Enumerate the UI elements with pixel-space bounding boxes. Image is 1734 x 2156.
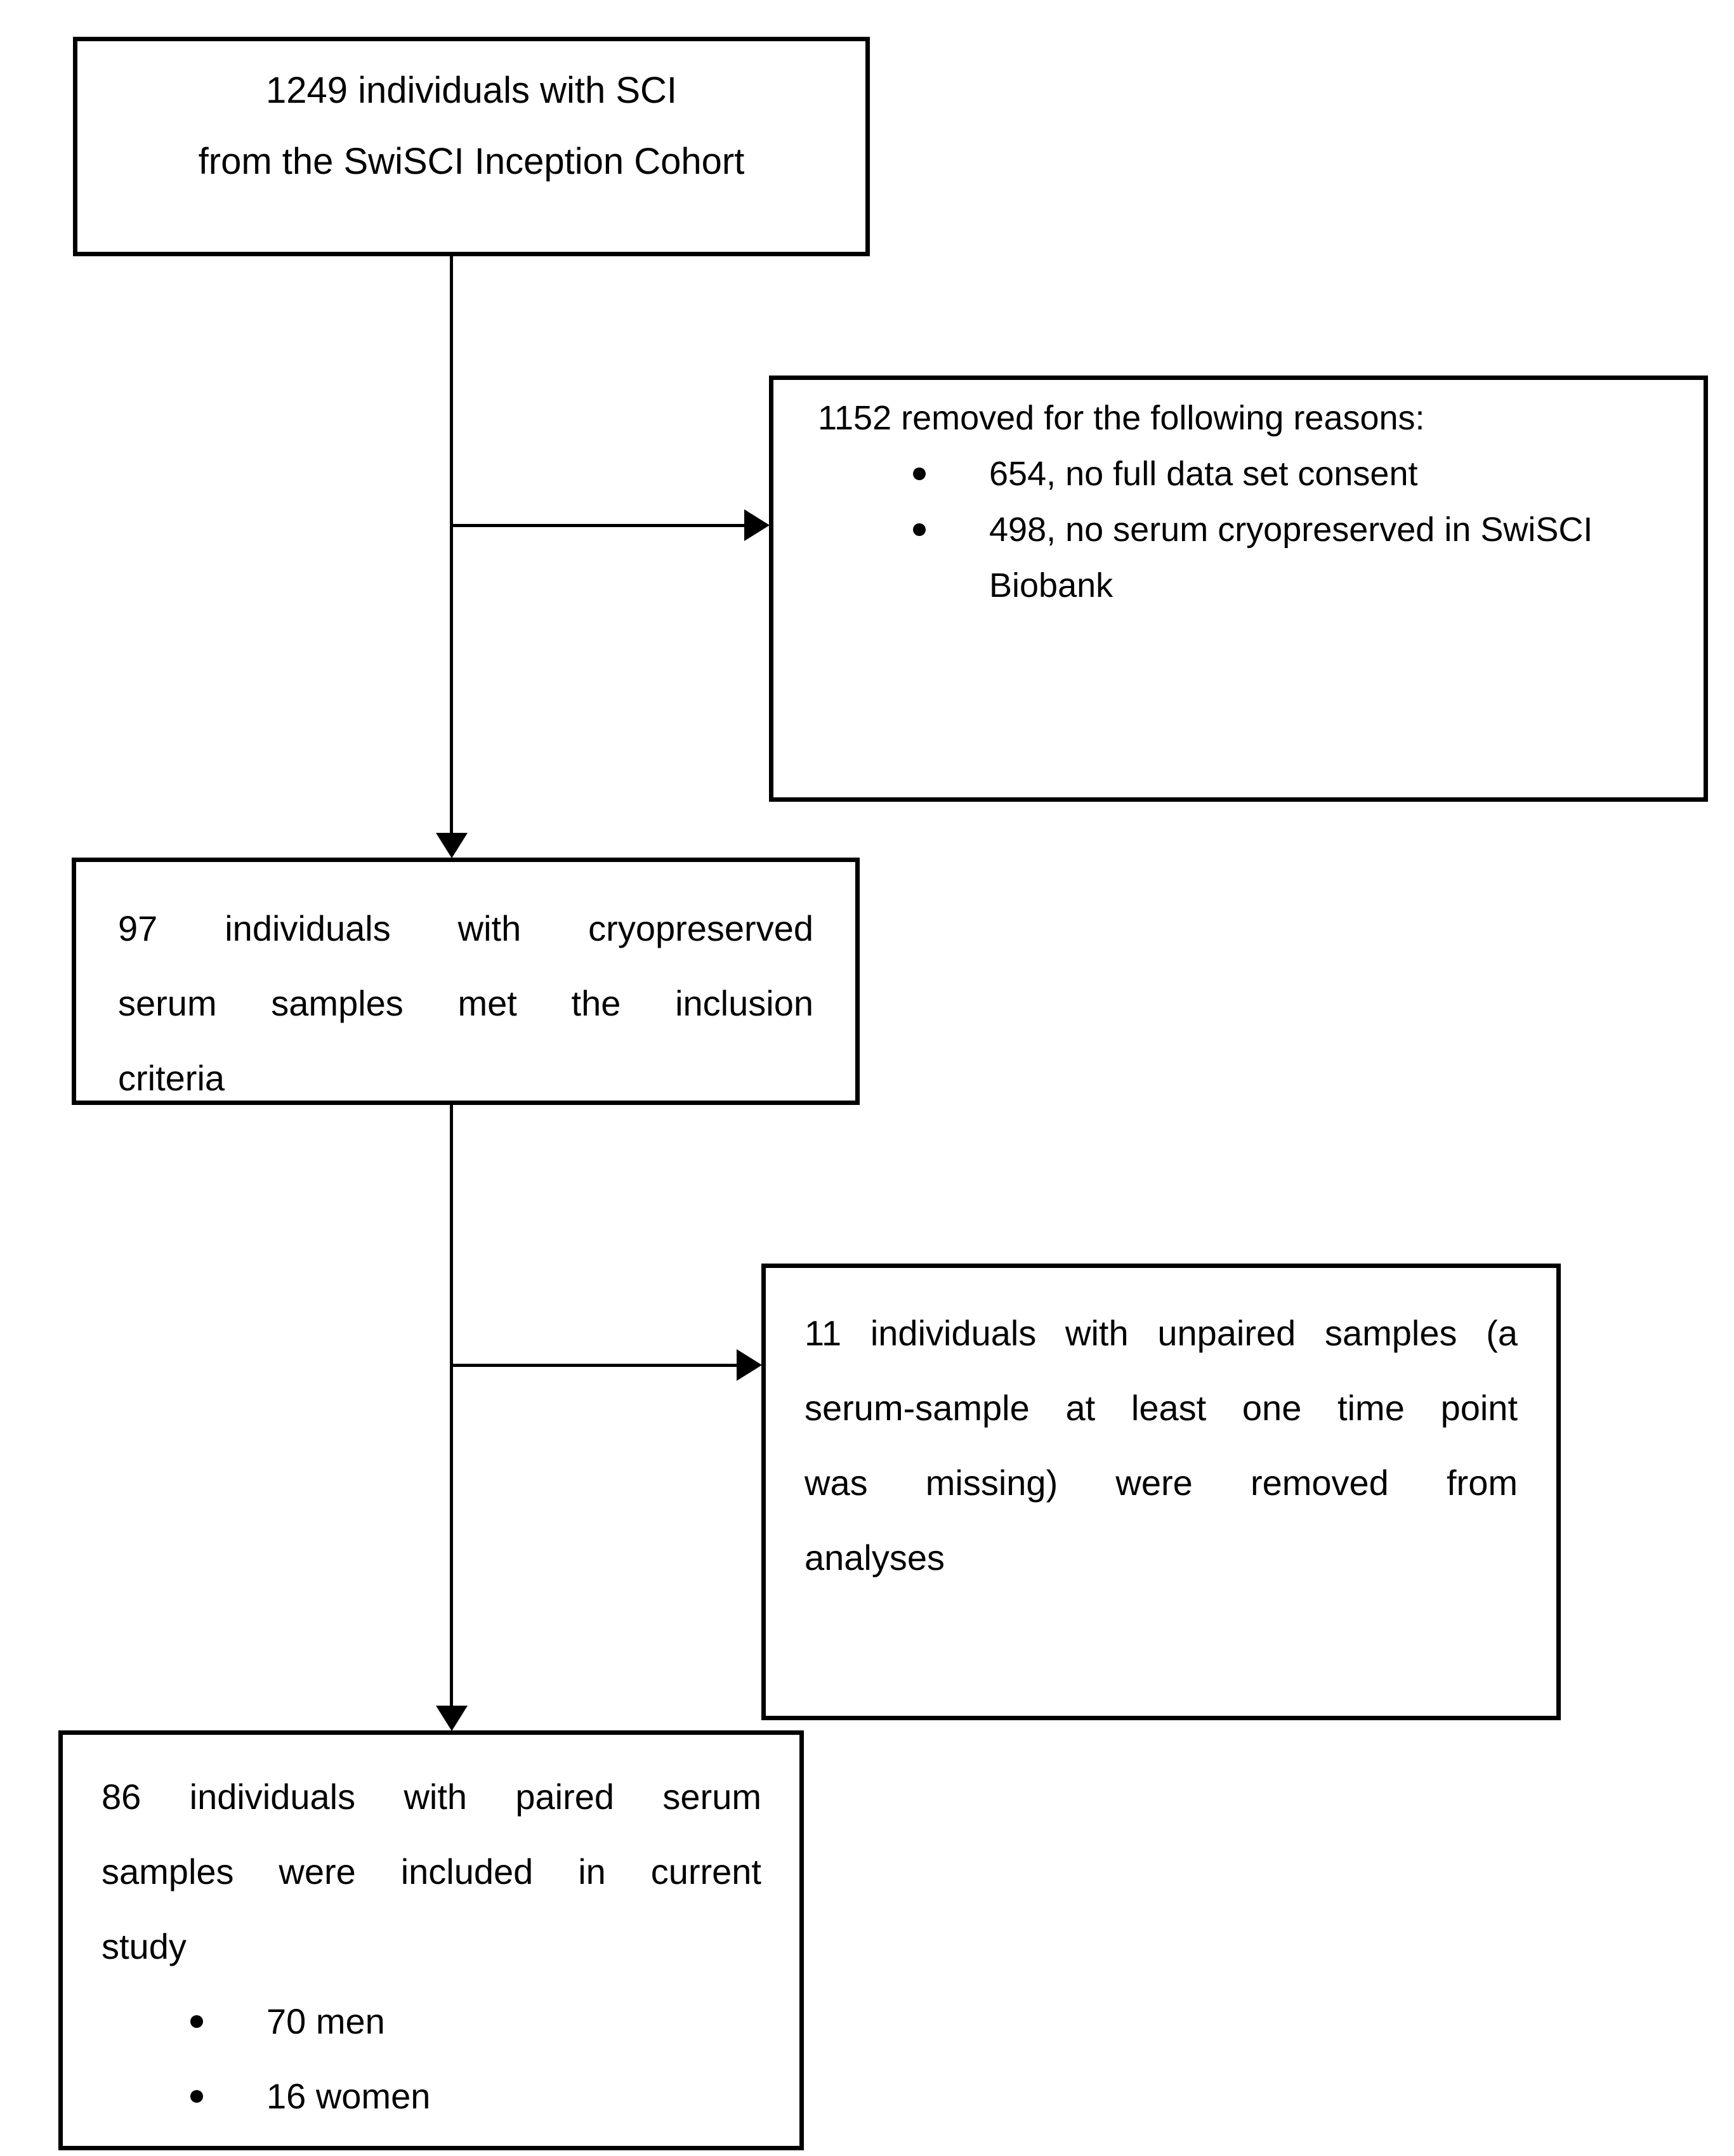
box-text-line: serum samples met the inclusion xyxy=(118,983,813,1023)
bullet-item: 16 women xyxy=(102,2059,761,2134)
connector-line-vertical-1 xyxy=(450,256,453,833)
box-text-line: from the SwiSCI Inception Cohort xyxy=(198,141,745,182)
box-met-inclusion-criteria: 97 individuals with cryopreserved serum … xyxy=(72,858,860,1105)
box-text-line: serum-sample at least one time point xyxy=(805,1388,1518,1428)
bullet-icon xyxy=(190,2015,203,2028)
box-text-line: study xyxy=(102,1926,187,1966)
bullet-item: 498, no serum cryopreserved in SwiSCI Bi… xyxy=(818,502,1659,613)
bullet-text-line: 654, no full data set consent xyxy=(989,455,1418,493)
bullet-icon xyxy=(913,467,926,480)
arrow-down-icon xyxy=(436,833,468,858)
arrow-right-icon xyxy=(737,1349,762,1381)
arrow-right-icon xyxy=(744,509,770,541)
bullet-icon xyxy=(190,2090,203,2103)
box-text-line: samples were included in current xyxy=(102,1852,761,1891)
bullet-icon xyxy=(913,523,926,536)
connector-line-branch-1 xyxy=(451,524,745,527)
box-text-line: 97 individuals with cryopreserved xyxy=(118,908,813,948)
connector-line-branch-2 xyxy=(451,1364,737,1367)
box-text-line: 11 individuals with unpaired samples (a xyxy=(805,1313,1518,1353)
box-text-line: was missing) were removed from xyxy=(805,1463,1518,1503)
bullet-item: 70 men xyxy=(102,1984,761,2059)
box-heading: 1152 removed for the following reasons: xyxy=(818,399,1425,437)
box-removed-1152: 1152 removed for the following reasons: … xyxy=(769,376,1708,802)
box-included-final: 86 individuals with paired serum samples… xyxy=(58,1730,804,2150)
bullet-text-line: 70 men xyxy=(266,2001,385,2041)
box-text-line: analyses xyxy=(805,1538,945,1578)
bullet-text-line: Biobank xyxy=(989,566,1113,604)
bullet-text-line: 16 women xyxy=(266,2076,431,2116)
box-text-line: 1249 individuals with SCI xyxy=(265,70,678,111)
arrow-down-icon xyxy=(436,1706,468,1731)
box-text-line: criteria xyxy=(118,1058,225,1098)
box-text-line: 86 individuals with paired serum xyxy=(102,1777,761,1817)
bullet-item: 654, no full data set consent xyxy=(818,446,1659,502)
box-removed-unpaired: 11 individuals with unpaired samples (a … xyxy=(761,1264,1561,1720)
box-inception-cohort: 1249 individuals with SCI from the SwiSC… xyxy=(73,37,870,256)
connector-line-vertical-2 xyxy=(450,1105,453,1706)
bullet-text-line: 498, no serum cryopreserved in SwiSCI xyxy=(989,511,1593,549)
